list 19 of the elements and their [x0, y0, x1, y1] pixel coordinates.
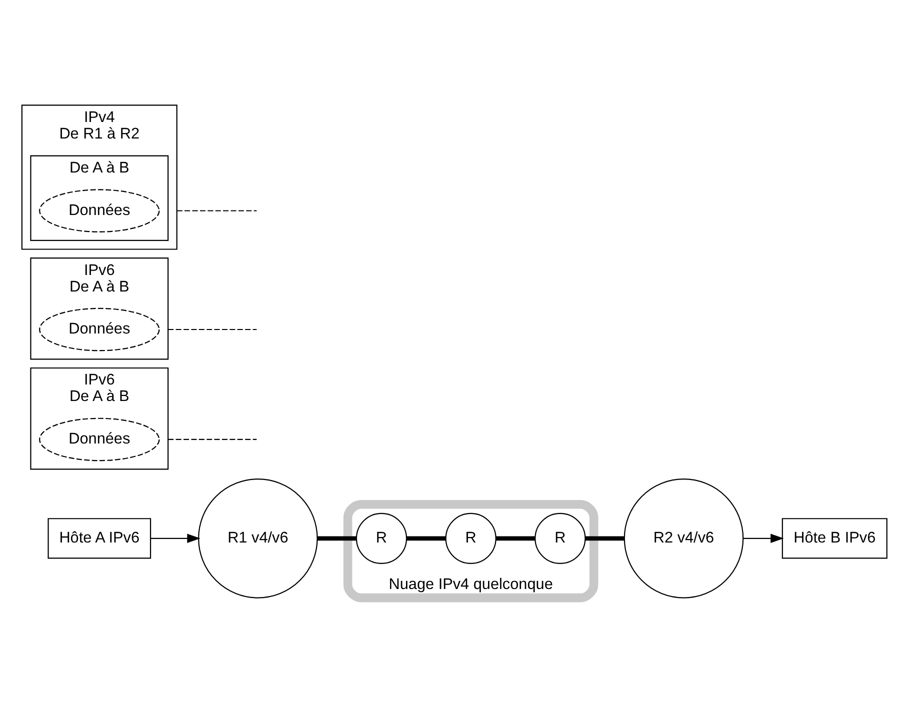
node-box: Hôte A IPv6	[48, 518, 152, 559]
node-ellipse: Données	[39, 189, 160, 232]
node-circle: R2 v4/v6	[624, 478, 744, 598]
connector	[168, 328, 257, 330]
node-circle: R	[445, 512, 496, 564]
node-circle: R	[534, 512, 586, 564]
node-ellipse: Données	[39, 308, 160, 352]
connector	[176, 210, 257, 212]
connector	[317, 536, 356, 541]
connector	[406, 536, 446, 541]
node-circle: R	[356, 512, 408, 564]
connector	[496, 536, 536, 541]
node-circle: R1 v4/v6	[198, 478, 318, 598]
node-box: Hôte B IPv6	[782, 518, 888, 559]
node-ellipse: Données	[39, 418, 160, 462]
arrow	[743, 534, 784, 544]
connector	[585, 536, 625, 541]
connector	[168, 438, 257, 440]
arrow	[150, 534, 200, 544]
